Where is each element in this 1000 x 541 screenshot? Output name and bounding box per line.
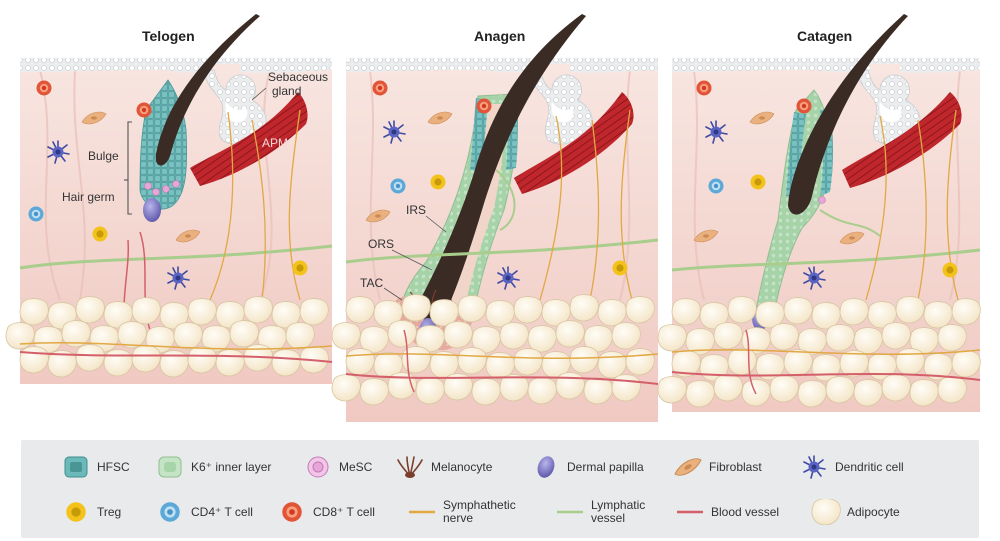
panel-anagen: IRS ORS TAC [332, 14, 659, 422]
apm-muscle [190, 92, 308, 186]
blood-vessel-line-icon [677, 510, 703, 514]
label-sebaceous-gland: Sebaceous [268, 70, 328, 84]
label-ors: ORS [368, 237, 394, 251]
hfsc-cell-icon [64, 456, 88, 478]
sebaceous-gland [857, 69, 921, 145]
sebaceous-gland [204, 69, 267, 145]
legend-item-cd8: CD8⁺ T cell [277, 499, 375, 525]
label-tac: TAC [360, 276, 383, 290]
mesc-cell-icon [307, 456, 329, 478]
legend-item-dermal-papilla: Dermal papilla [531, 454, 644, 480]
fibroblast-icon [674, 458, 702, 476]
treg-cell-icon [66, 502, 86, 522]
svg-text:gland: gland [272, 84, 301, 98]
sympathetic-nerve-line-icon [409, 510, 435, 514]
label-apm: APM [262, 136, 288, 150]
panel-title-telogen: Telogen [142, 28, 195, 44]
legend-item-adipocyte: Adipocyte [811, 499, 900, 525]
label-hair-germ: Hair germ [62, 190, 115, 204]
sebaceous-gland [529, 69, 593, 145]
legend-item-fibroblast: Fibroblast [673, 454, 762, 480]
hair-shaft [418, 14, 586, 322]
cd4-cell-icon [160, 502, 180, 522]
panel-title-catagen: Catagen [797, 28, 853, 44]
mesc-cells [144, 180, 180, 196]
legend-item-k6: K6⁺ inner layer [155, 454, 271, 480]
cd8-cell-icon [282, 502, 302, 522]
panel-telogen: Sebaceous gland APM Bulge Hair germ [6, 14, 333, 384]
dendritic-cell-icon [803, 455, 826, 479]
hair-shaft [155, 14, 260, 166]
dermal-papilla [143, 198, 161, 222]
legend-item-dendritic-cell: Dendritic cell [799, 454, 904, 480]
hair-shaft [788, 14, 908, 215]
label-bulge: Bulge [88, 149, 119, 163]
k6-cell-icon [158, 456, 182, 478]
melanocyte-icon [397, 456, 423, 478]
legend-item-cd4: CD4⁺ T cell [155, 499, 253, 525]
label-sebaceous-gland-2: gland [272, 84, 301, 98]
legend-item-blood-vessel: Blood vessel [675, 499, 779, 525]
adipocyte-icon [811, 499, 841, 525]
lymphatic-vessel-line-icon [557, 510, 583, 514]
legend-item-hfsc: HFSC [61, 454, 130, 480]
apm-muscle [842, 92, 962, 188]
dermal-papilla-icon [537, 456, 555, 478]
panel-catagen [658, 14, 980, 412]
panel-title-anagen: Anagen [474, 28, 526, 44]
legend-item-treg: Treg [61, 499, 121, 525]
apm-muscle [514, 92, 634, 194]
legend-item-mesc: MeSC [303, 454, 372, 480]
legend-item-melanocyte: Melanocyte [395, 454, 492, 480]
legend: HFSC K6⁺ inner layer MeSC Melanocyte Der… [21, 440, 979, 538]
label-irs: IRS [406, 203, 426, 217]
